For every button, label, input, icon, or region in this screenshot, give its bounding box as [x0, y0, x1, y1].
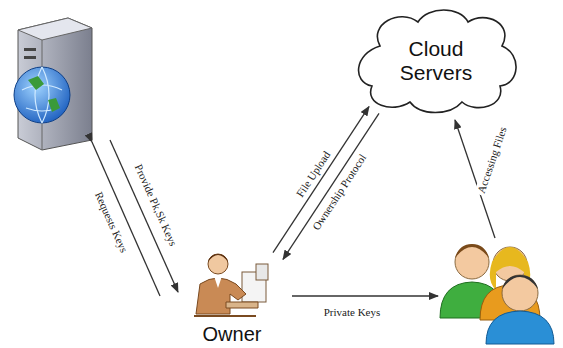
owner-node: Owner: [186, 250, 278, 346]
connector-arrow: [283, 113, 379, 259]
server-icon: [14, 18, 92, 150]
owner-figure: [186, 250, 278, 320]
key-arrow: [92, 142, 160, 296]
node-text: Owner: [186, 323, 278, 346]
arrow-label: Accessing Files: [474, 123, 509, 196]
cloud-node: Cloud Servers: [350, 6, 522, 116]
users-icon: [440, 244, 554, 344]
edge-label: File Upload: [292, 148, 333, 202]
arrow-label: Requests Keys: [92, 188, 131, 256]
connector-arrow: [273, 107, 369, 253]
node-text: Cloud Servers: [381, 37, 491, 85]
key-arrow: [292, 295, 438, 296]
arrow-label: Private Keys: [322, 306, 383, 318]
